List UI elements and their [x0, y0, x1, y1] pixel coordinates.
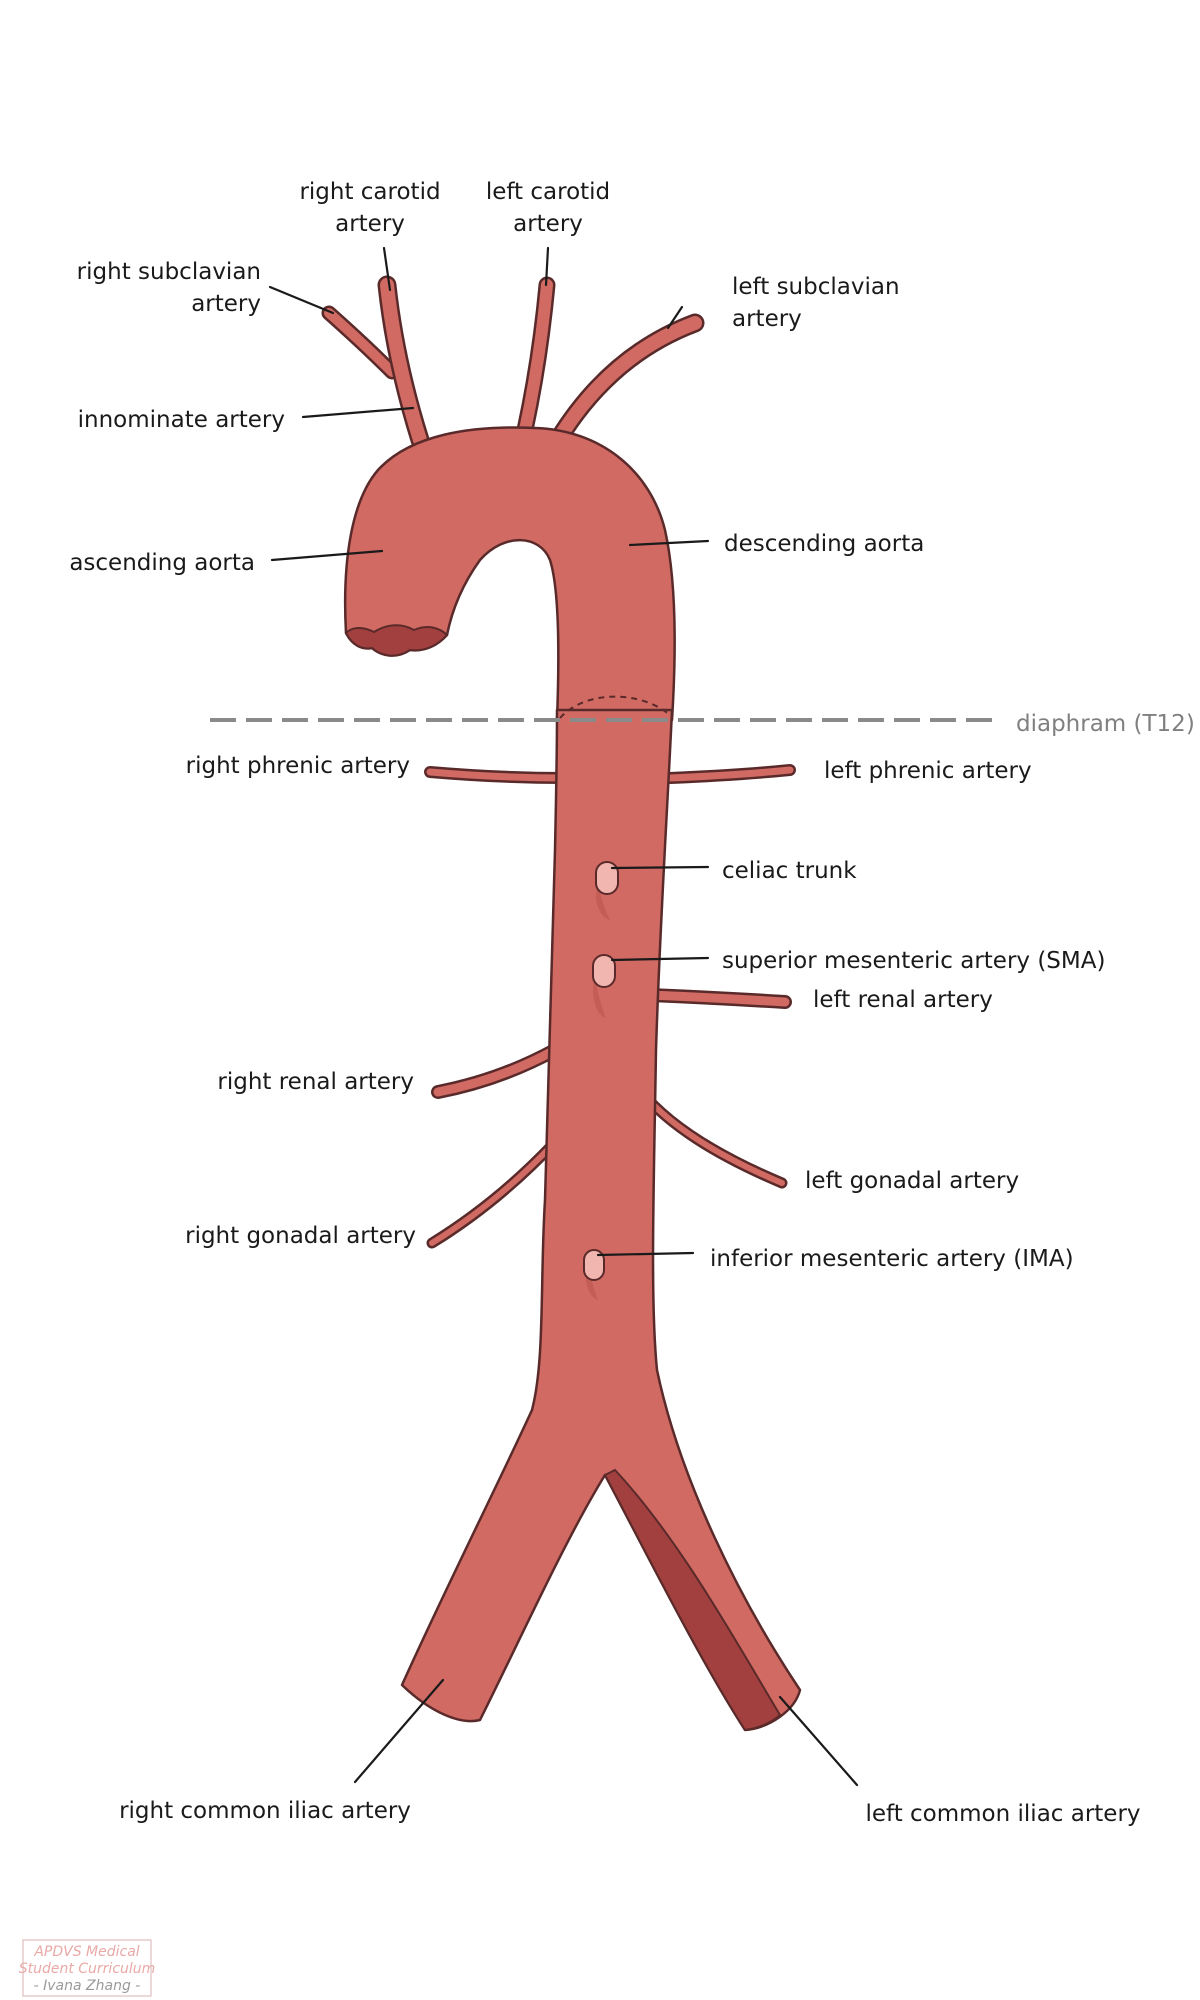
labels: right carotid artery left carotid artery… — [69, 179, 1194, 1827]
credit-line-3: - Ivana Zhang - — [34, 1978, 141, 1994]
abdominal-aorta-shape — [400, 708, 802, 1732]
left-iliac-shadow — [603, 1468, 782, 1732]
leader-innominate — [301, 406, 415, 419]
aortic-hiatus-arc — [559, 695, 671, 719]
label-ima: inferior mesenteric artery (IMA) — [710, 1246, 1074, 1272]
leader-left-subclavian — [666, 305, 684, 330]
label-innominate: innominate artery — [78, 407, 285, 433]
label-right-subclavian-2: artery — [191, 291, 261, 317]
label-right-carotid-2: artery — [335, 211, 405, 237]
left-carotid-artery-shape — [516, 276, 556, 439]
aortic-arch-shape — [343, 426, 676, 722]
label-left-renal: left renal artery — [813, 987, 993, 1013]
leader-celiac — [610, 865, 710, 870]
left-subclavian-artery-shape — [548, 313, 705, 450]
credit-watermark: APDVS Medical Student Curriculum - Ivana… — [19, 1939, 156, 1997]
leader-lines — [268, 246, 859, 1787]
label-left-carotid: left carotid — [486, 179, 610, 205]
leader-right-subclavian — [268, 285, 335, 315]
leader-ima — [596, 1251, 695, 1257]
ascending-aorta-root-shadow — [344, 624, 449, 657]
leader-descending-aorta — [628, 539, 710, 547]
label-left-gonadal: left gonadal artery — [805, 1168, 1019, 1194]
right-subclavian-artery-shape — [321, 305, 400, 380]
label-right-carotid: right carotid — [299, 179, 440, 205]
celiac-trunk-ostium — [595, 861, 619, 920]
innominate-artery-shape — [377, 275, 430, 450]
left-renal-artery-shape — [643, 988, 792, 1009]
leader-sma — [610, 956, 710, 962]
right-phrenic-artery-shape — [424, 766, 571, 784]
label-right-phrenic: right phrenic artery — [186, 753, 410, 779]
label-left-carotid-2: artery — [513, 211, 583, 237]
sma-ostium — [592, 954, 616, 1018]
leader-right-carotid — [382, 246, 392, 292]
label-ascending-aorta: ascending aorta — [69, 550, 255, 576]
credit-box — [22, 1939, 152, 1997]
label-descending-aorta: descending aorta — [724, 531, 924, 557]
label-left-subclavian: left subclavian — [732, 274, 900, 300]
label-left-subclavian-2: artery — [732, 306, 802, 332]
label-sma: superior mesenteric artery (SMA) — [722, 948, 1105, 974]
leader-left-carotid — [544, 246, 550, 287]
label-right-renal: right renal artery — [217, 1069, 414, 1095]
leader-left-common-iliac — [778, 1695, 859, 1787]
left-phrenic-artery-shape — [664, 764, 796, 784]
aorta-illustration — [321, 275, 802, 1732]
label-right-common-iliac: right common iliac artery — [119, 1798, 411, 1824]
left-gonadal-artery-shape — [634, 1084, 788, 1189]
ima-ostium — [583, 1249, 605, 1300]
label-diaphragm: diaphram (T12) — [1016, 711, 1195, 737]
credit-line-2: Student Curriculum — [19, 1961, 156, 1977]
label-celiac: celiac trunk — [722, 858, 857, 884]
right-renal-artery-shape — [431, 1043, 562, 1099]
label-left-phrenic: left phrenic artery — [824, 758, 1032, 784]
leader-ascending-aorta — [270, 549, 384, 562]
label-left-common-iliac: left common iliac artery — [865, 1801, 1140, 1827]
label-right-gonadal: right gonadal artery — [185, 1223, 416, 1249]
label-right-subclavian: right subclavian — [77, 259, 261, 285]
leader-right-common-iliac — [353, 1678, 445, 1784]
credit-line-1: APDVS Medical — [33, 1944, 139, 1960]
